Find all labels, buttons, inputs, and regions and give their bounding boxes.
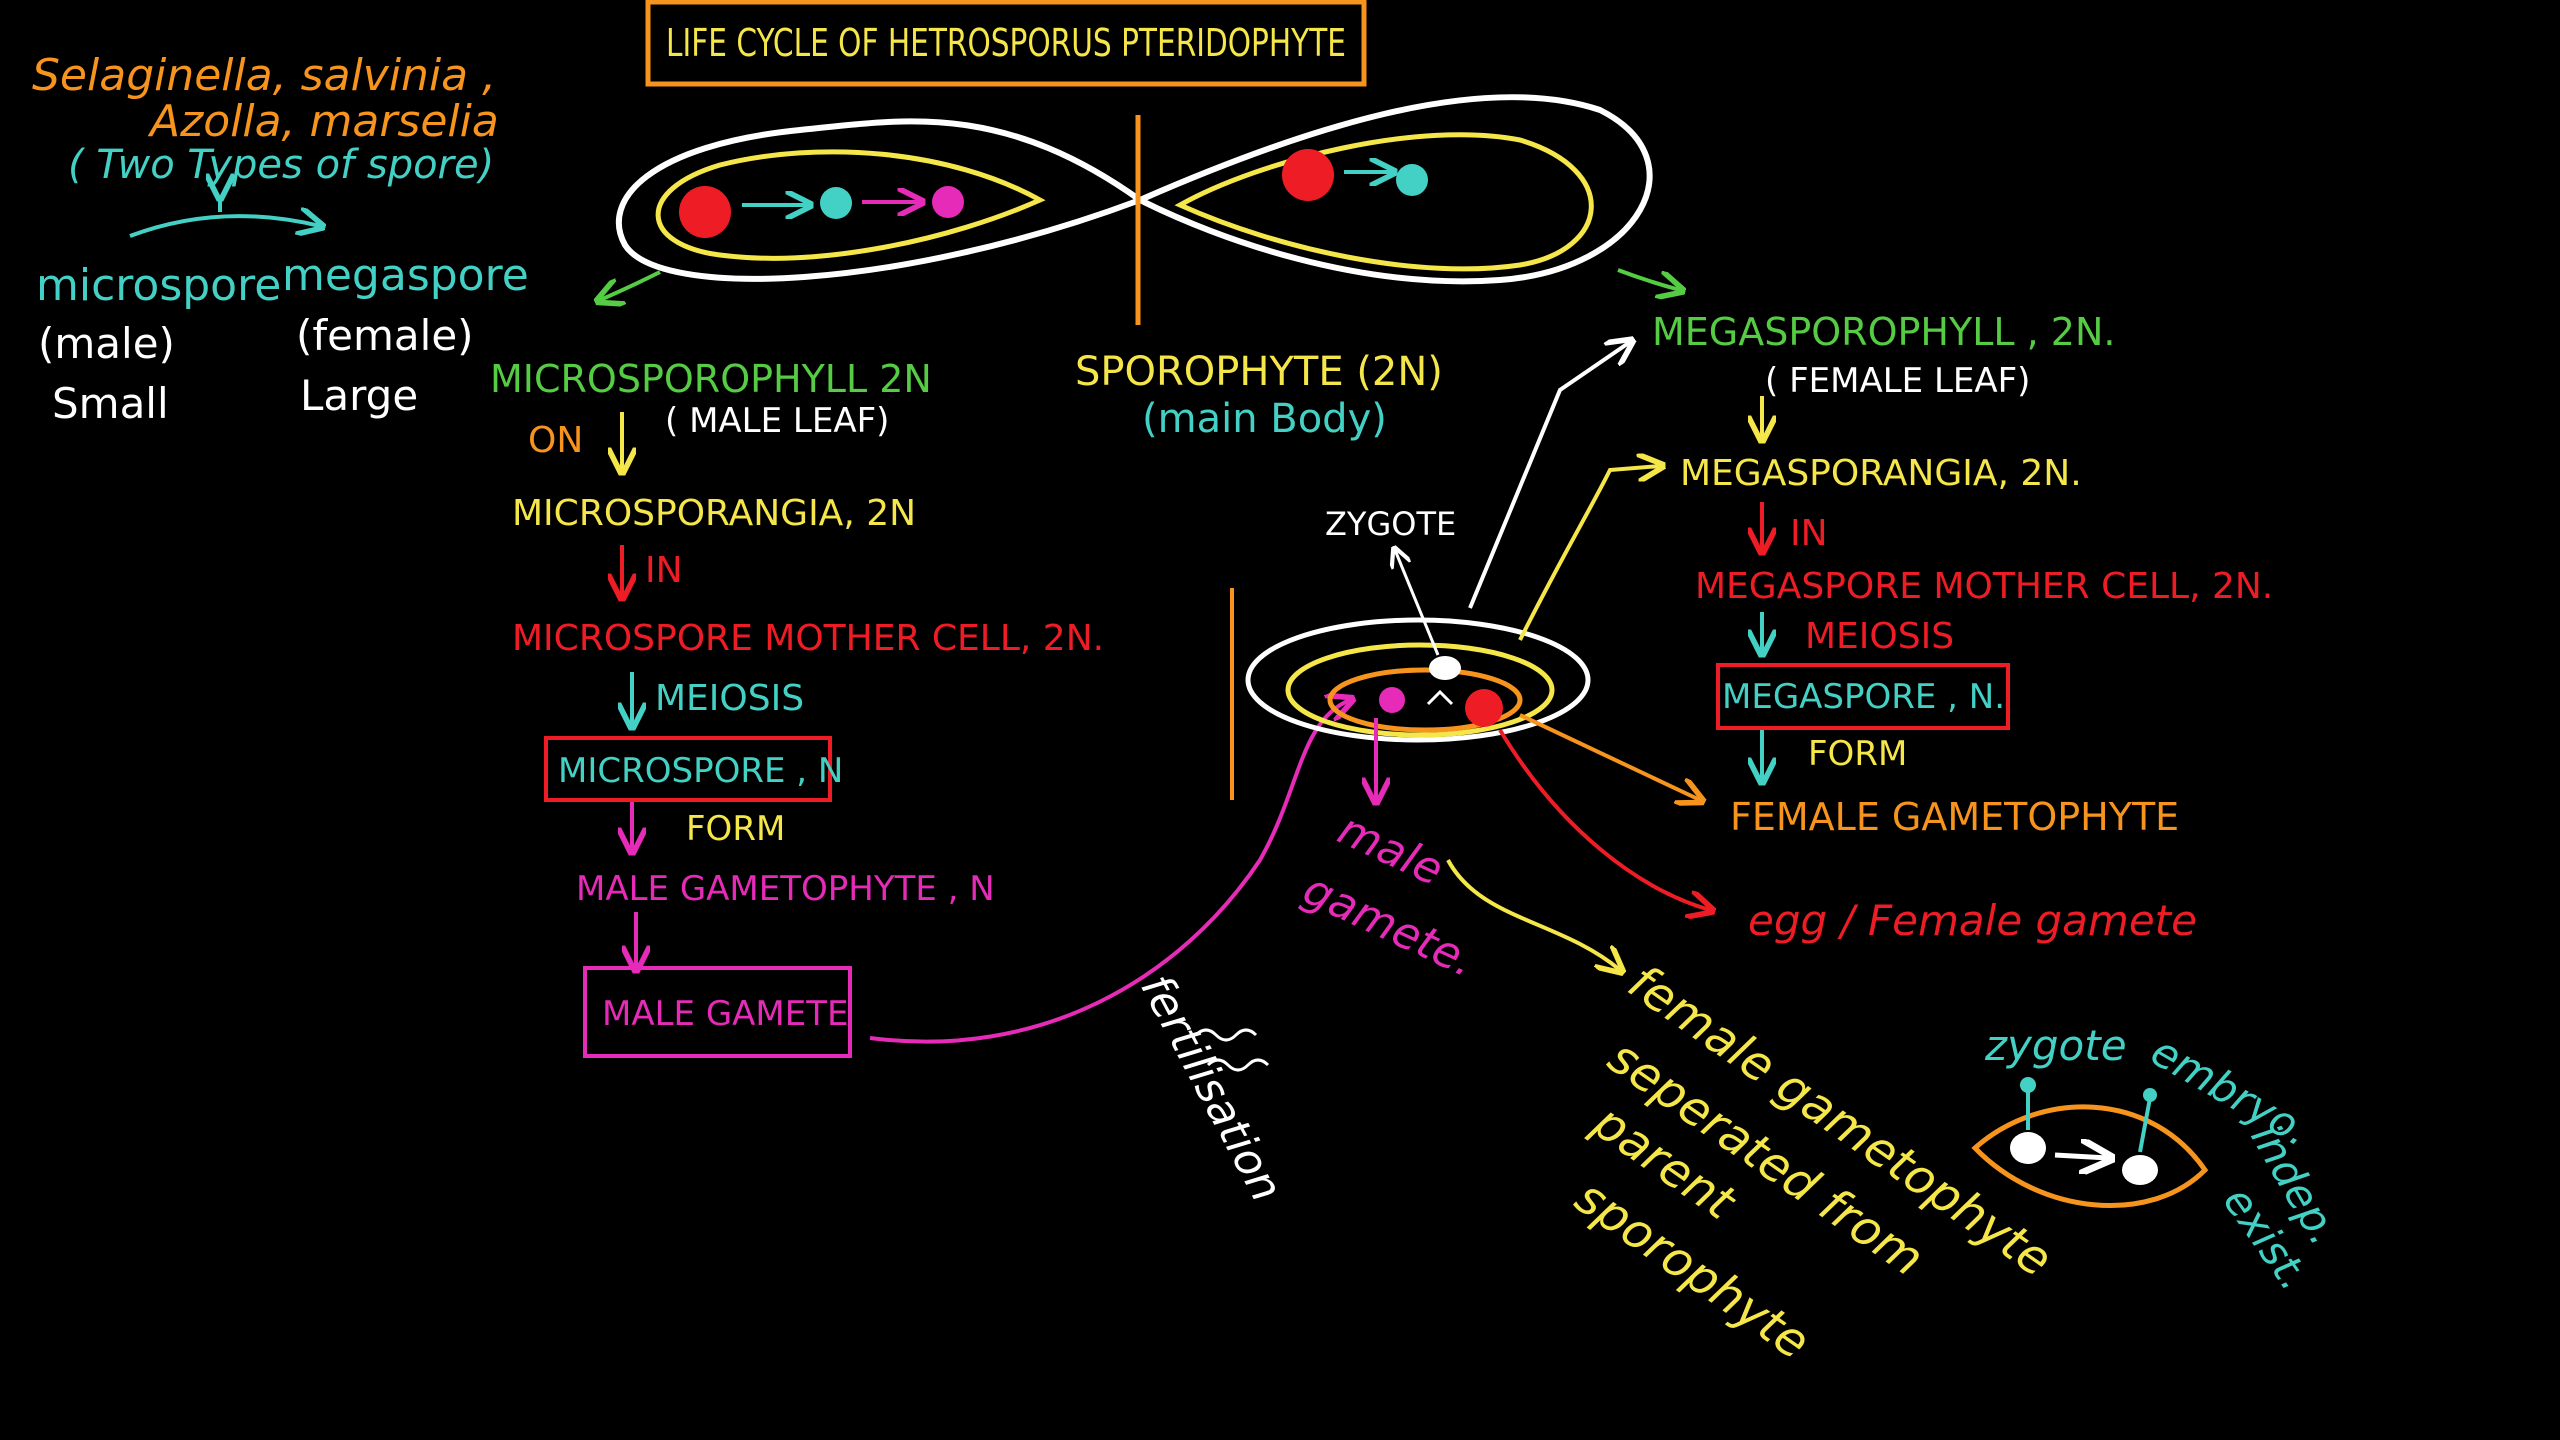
zygote-arrow — [1395, 550, 1440, 656]
center-outer-ellipse — [1245, 617, 1591, 743]
left-branch-green-arrow — [600, 270, 661, 300]
left-loop-teal-cell — [820, 187, 852, 219]
fertilisation-label: fertilisation — [1130, 966, 1292, 1210]
male-gamete-box — [583, 966, 852, 1058]
center-inner-ellipse — [1327, 667, 1523, 733]
right-loop-teal-cell — [1396, 164, 1428, 196]
ellipse-to-megasporangia — [1518, 466, 1660, 641]
microspore-mother-cell: MICROSPORE MOTHER CELL, 2N. — [512, 618, 1104, 659]
embryo-pointer-head — [2143, 1088, 2157, 1102]
examples-line3: ( Two Types of spore) — [68, 142, 494, 188]
ellipse-to-egg — [1498, 728, 1710, 910]
fertilisation-path — [869, 700, 1350, 1044]
megaspore-n: MEGASPORE , N. — [1722, 677, 2005, 717]
center-egg-cell — [1465, 689, 1503, 727]
male-in: IN — [645, 550, 683, 591]
embryo-zygote-label: zygote — [1984, 1021, 2127, 1070]
embryo-ellipse — [1971, 1104, 2209, 1208]
lifecycle-outer-loop — [615, 94, 1653, 285]
right-loop-red-cell — [1282, 149, 1334, 201]
megaspore-mother-cell: MEGASPORE MOTHER CELL, 2N. — [1695, 566, 2273, 607]
examples-line1: Selaginella, salvinia , — [32, 50, 496, 101]
center-male-gamete-cell — [1379, 687, 1405, 713]
female-meiosis: MEIOSIS — [1805, 616, 1954, 657]
right-branch-green-arrow — [1617, 268, 1680, 290]
megaspore-sex: (female) — [296, 311, 474, 360]
microsporangia: MICROSPORANGIA, 2N — [512, 493, 916, 534]
megasporangia: MEGASPORANGIA, 2N. — [1680, 453, 2082, 494]
egg-female-gamete: egg / Female gamete — [1748, 896, 2197, 945]
embryo-pointer — [2138, 1097, 2152, 1153]
microspore-label: microspore — [36, 260, 281, 311]
megaspore-size: Large — [300, 371, 418, 420]
female-leaf: ( FEMALE LEAF) — [1765, 361, 2030, 401]
female-gametophyte: FEMALE GAMETOPHYTE — [1730, 795, 2179, 839]
title-box — [645, 0, 1367, 87]
microspore-box — [544, 736, 832, 802]
male-form: FORM — [686, 809, 785, 849]
male-gametophyte: MALE GAMETOPHYTE , N — [576, 869, 995, 909]
left-loop-magenta-cell — [932, 186, 964, 218]
male-on: ON — [528, 420, 583, 461]
female-in: IN — [1790, 513, 1828, 554]
left-loop-red-cell — [679, 186, 731, 238]
megasporophyll: MEGASPOROPHYLL , 2N. — [1652, 310, 2115, 354]
center-middle-ellipse — [1285, 642, 1555, 738]
gamete-to-separation — [1446, 859, 1620, 970]
embryo-arrow — [2054, 1155, 2108, 1158]
zygote-pointer-head — [2020, 1077, 2036, 1093]
zygote-to-megasporophyll — [1468, 342, 1630, 609]
microspore-n: MICROSPORE , N — [558, 751, 843, 791]
examples-line2: Azolla, marselia — [147, 96, 499, 147]
male-meiosis: MEIOSIS — [655, 678, 804, 719]
sporophyte-label: SPOROPHYTE (2N) — [1075, 349, 1443, 395]
fertilisation-underline — [1194, 1028, 1270, 1072]
microspore-sex: (male) — [38, 319, 175, 368]
fusion-mark — [1426, 689, 1454, 706]
ellipse-to-female-gametophyte — [1519, 713, 1700, 800]
male-gamete: MALE GAMETE — [602, 994, 849, 1034]
embryo-zygote-cell — [2010, 1132, 2046, 1164]
sporophyte-sub: (main Body) — [1142, 396, 1387, 442]
spore-branch-arrow — [129, 196, 320, 236]
zygote-label: ZYGOTE — [1325, 505, 1456, 543]
male-gamete-label-2: gamete. — [1295, 864, 1483, 988]
male-leaf: ( MALE LEAF) — [665, 401, 889, 441]
embryo-cell — [2122, 1155, 2158, 1185]
microsporophyll: MICROSPOROPHYLL 2N — [490, 357, 932, 401]
lifecycle-inner-loop-left — [655, 149, 1046, 261]
megaspore-box — [1716, 663, 2010, 730]
center-zygote-cell — [1429, 656, 1461, 680]
female-form: FORM — [1808, 734, 1907, 774]
megaspore-label: megaspore — [282, 250, 529, 301]
lifecycle-inner-loop-right — [1174, 132, 1594, 272]
microspore-size: Small — [52, 379, 169, 428]
page-title: LIFE CYCLE OF HETROSPORUS PTERIDOPHYTE — [666, 21, 1346, 65]
